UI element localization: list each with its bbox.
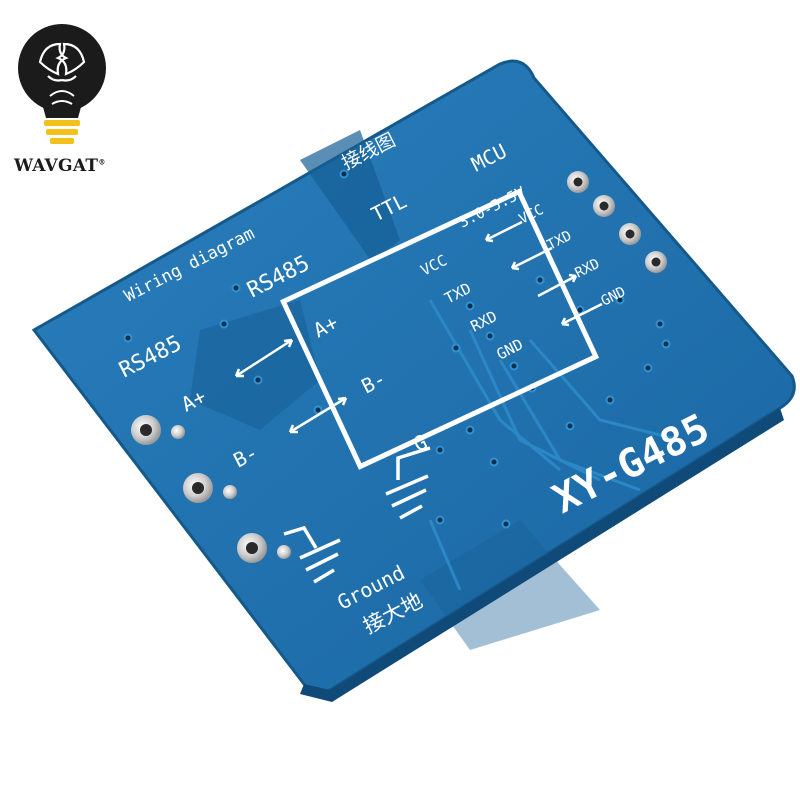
vias xyxy=(123,169,671,529)
wavgat-logo xyxy=(18,24,106,144)
ground-symbols xyxy=(283,446,431,584)
mcu-pads xyxy=(567,171,667,273)
pcb-board xyxy=(31,59,796,702)
brand-name: WAVGAT® xyxy=(14,156,106,176)
signal-arrows xyxy=(234,220,603,434)
brand-text: WAVGAT xyxy=(14,156,99,176)
registered-mark: ® xyxy=(98,157,106,167)
converter-box xyxy=(279,188,600,470)
rs485-pads xyxy=(131,415,291,563)
